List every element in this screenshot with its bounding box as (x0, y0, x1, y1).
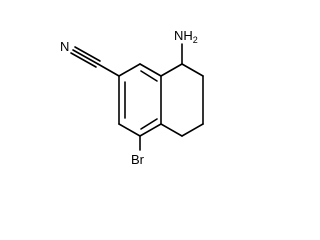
bond-c6-c1-inner (140, 70, 158, 82)
bond-c6-c1 (139, 63, 162, 77)
aromatic-ring (118, 63, 162, 137)
nitrile-nitrogen-label: N (60, 39, 69, 54)
bond-c10-c5 (160, 123, 183, 137)
bond-nitrile-triple-1 (72, 49, 99, 65)
amine-label-main: NH (174, 28, 193, 43)
substituents (70, 43, 183, 151)
bond-c7-c8 (181, 63, 204, 77)
bond-c4-c5-inner (140, 118, 158, 130)
bond-c2-nitrile-carbon (97, 63, 120, 77)
saturated-ring (160, 63, 204, 137)
bond-c4-c5 (139, 123, 162, 137)
amine-label: NH2 (174, 28, 198, 45)
bond-c1-c2 (118, 63, 141, 77)
bond-nitrile-triple-2 (74, 46, 101, 62)
bond-c3-c4 (118, 123, 141, 137)
chemical-structure-diagram: NH2 N Br (60, 28, 204, 167)
bond-nitrile-triple-3 (70, 52, 97, 68)
bond-c9-c10 (181, 123, 204, 137)
bromine-label: Br (131, 152, 145, 167)
amine-label-subscript: 2 (193, 35, 198, 45)
bond-c6-c7 (160, 63, 183, 77)
